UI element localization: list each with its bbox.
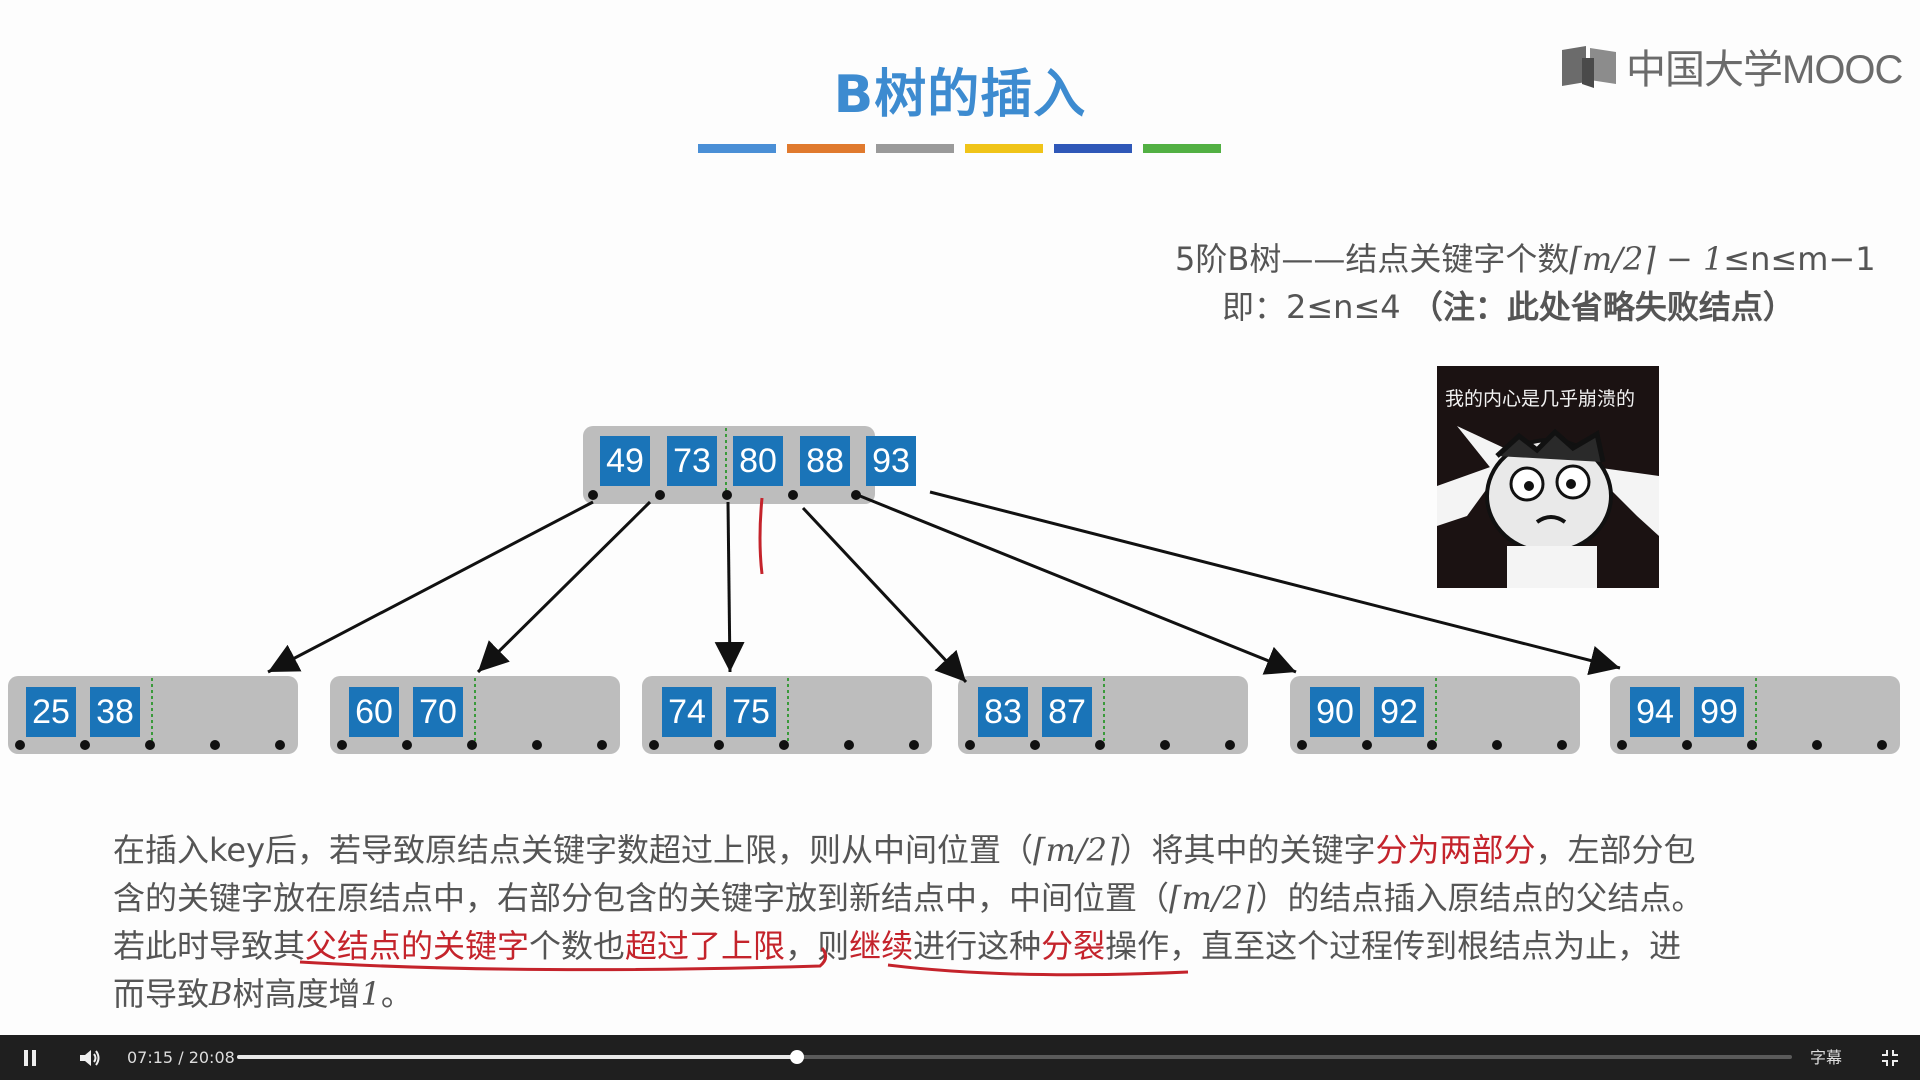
- progress-bar[interactable]: [237, 1055, 1792, 1059]
- pen-mark-root: [760, 498, 762, 574]
- underline-continue-split: [888, 965, 1188, 975]
- video-player-controls: 07:15 / 20:08 字幕: [0, 1035, 1920, 1080]
- time-display: 07:15 / 20:08: [127, 1035, 235, 1080]
- pause-icon: [22, 1049, 38, 1067]
- subtitle-button[interactable]: 字幕: [1810, 1035, 1842, 1080]
- volume-button[interactable]: [74, 1035, 106, 1080]
- slide: B树的插入 中国大学MOOC 5阶B树——结点关键字个数⌈m/2⌉ − 1≤n≤…: [0, 0, 1920, 1035]
- pause-button[interactable]: [14, 1035, 46, 1080]
- progress-scrubber[interactable]: [790, 1050, 804, 1064]
- exit-fullscreen-button[interactable]: [1874, 1035, 1906, 1080]
- current-time: 07:15: [127, 1048, 173, 1067]
- handwritten-annotations: [0, 0, 1920, 1035]
- time-separator: /: [178, 1048, 183, 1067]
- underline-parent-exceed: [300, 948, 826, 970]
- volume-icon: [78, 1048, 102, 1068]
- progress-played: [237, 1055, 797, 1059]
- exit-fullscreen-icon: [1881, 1049, 1899, 1067]
- duration: 20:08: [189, 1048, 235, 1067]
